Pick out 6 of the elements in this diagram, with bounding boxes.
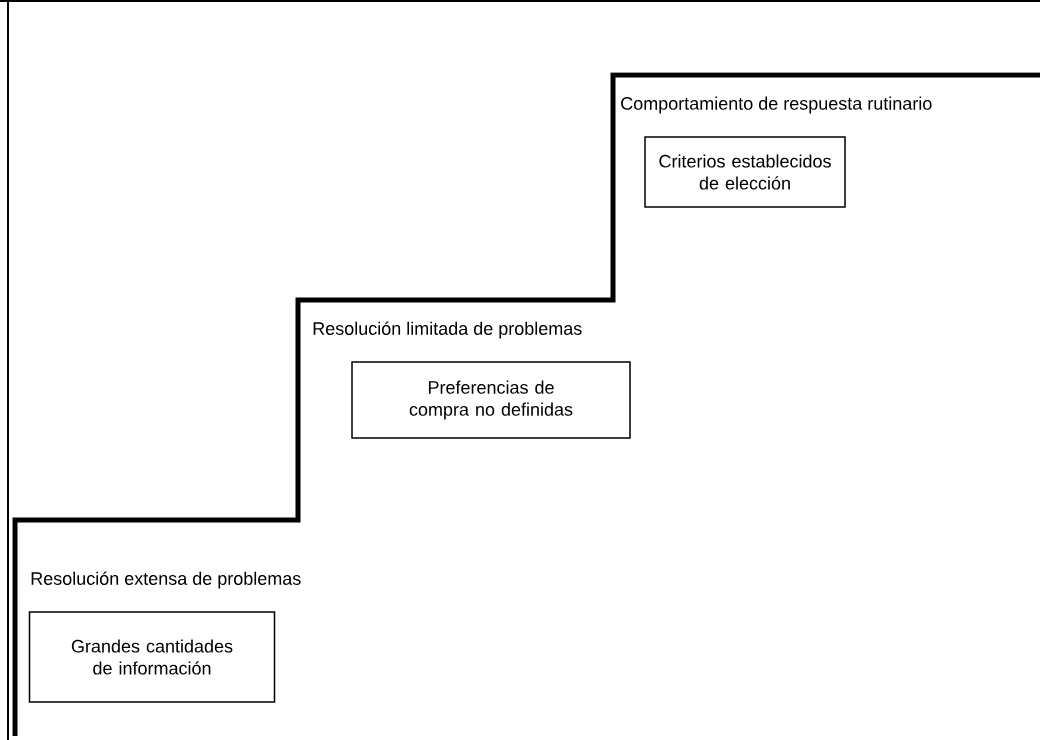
text-box: Grandes cantidades de información (28, 611, 276, 703)
step-label: Resolución limitada de problemas (313, 321, 582, 339)
text-box: Criterios establecidos de elección (644, 136, 846, 208)
step-label: Comportamiento de respuesta rutinario (621, 96, 932, 114)
text-box: Preferencias de compra no definidas (351, 361, 631, 439)
step-label: Resolución extensa de problemas (31, 571, 301, 589)
